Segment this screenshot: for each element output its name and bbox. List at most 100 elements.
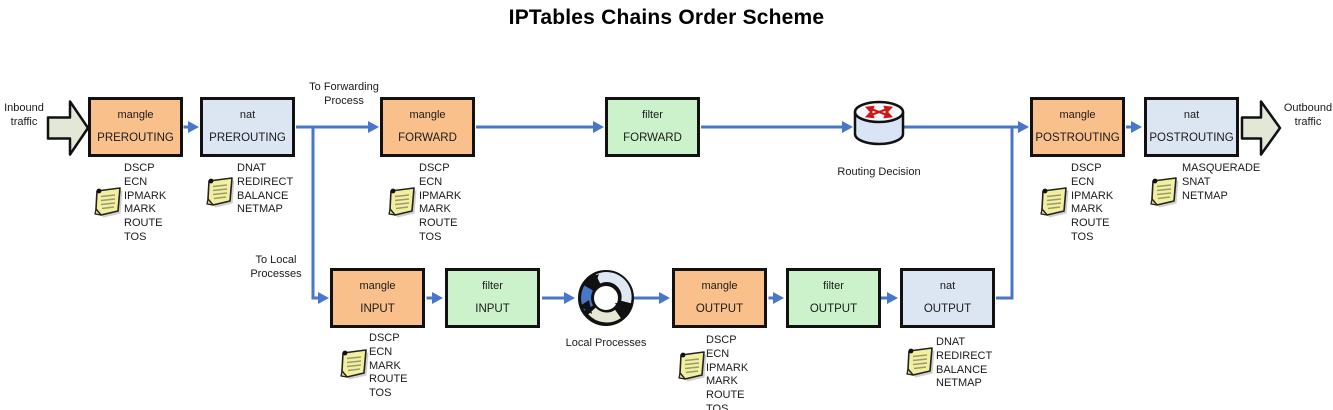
- page-title: IPTables Chains Order Scheme: [508, 6, 825, 29]
- target-item: DNAT: [237, 162, 267, 174]
- table-name: mangle: [701, 279, 738, 292]
- note-icon: [94, 187, 124, 219]
- chain-box-mangle-input: mangle INPUT: [330, 268, 425, 328]
- target-item: DSCP: [1071, 162, 1102, 174]
- chain-box-nat-prerouting: nat PREROUTING: [200, 97, 295, 157]
- outbound-traffic-label: Outbound traffic: [1283, 102, 1333, 128]
- inbound-traffic-label: Inbound traffic: [4, 102, 44, 128]
- target-item: IPMARK: [419, 189, 462, 202]
- target-item: REDIRECT: [237, 175, 294, 188]
- chain-name: FORWARD: [398, 131, 457, 144]
- target-item: DSCP: [124, 162, 155, 174]
- local-processes-label: Local Processes: [565, 337, 647, 349]
- target-item: MARK: [419, 203, 451, 216]
- local-processes-icon: [578, 270, 634, 326]
- chain-name: INPUT: [360, 302, 395, 315]
- target-item: TOS: [706, 402, 729, 410]
- target-item: REDIRECT: [936, 349, 993, 362]
- chain-box-mangle-postrouting: mangle POSTROUTING: [1030, 97, 1125, 157]
- note-icon: [1150, 177, 1180, 209]
- table-name: mangle: [1059, 108, 1096, 121]
- note-icon: [388, 187, 418, 219]
- chain-name: PREROUTING: [209, 131, 286, 144]
- chain-box-mangle-forward: mangle FORWARD: [380, 97, 475, 157]
- chain-box-filter-output: filter OUTPUT: [786, 268, 881, 328]
- to-local-label: To Local Processes: [250, 254, 302, 280]
- note-icon: [340, 349, 370, 381]
- note-icon: [678, 351, 708, 383]
- chain-name: POSTROUTING: [1149, 131, 1234, 144]
- connectors-top-row: [183, 121, 1142, 133]
- target-item: ROUTE: [419, 217, 458, 230]
- chain-box-filter-forward: filter FORWARD: [605, 97, 700, 157]
- chain-name: OUTPUT: [923, 302, 972, 315]
- chain-name: INPUT: [475, 302, 510, 315]
- target-item: BALANCE: [936, 363, 988, 376]
- table-name: filter: [642, 108, 663, 121]
- target-item: MARK: [1071, 203, 1103, 216]
- table-name: nat: [239, 108, 256, 121]
- target-item: TOS: [369, 387, 392, 400]
- target-item: ECN: [124, 175, 148, 188]
- target-item: ROUTE: [124, 217, 163, 230]
- chain-name: POSTROUTING: [1035, 131, 1120, 144]
- note-icon: [906, 347, 936, 379]
- chain-name: FORWARD: [623, 131, 682, 144]
- chain-box-mangle-output: mangle OUTPUT: [672, 268, 767, 328]
- target-item: DNAT: [936, 336, 966, 348]
- table-name: mangle: [409, 108, 446, 121]
- target-item: DSCP: [369, 332, 400, 344]
- target-item: SNAT: [1182, 175, 1211, 188]
- target-item: ECN: [369, 345, 393, 358]
- target-item: DSCP: [706, 334, 737, 346]
- target-item: ECN: [706, 347, 730, 360]
- chain-box-mangle-prerouting: mangle PREROUTING: [88, 97, 183, 157]
- note-icon: [206, 177, 236, 209]
- note-icon: [1040, 187, 1070, 219]
- target-item: MARK: [124, 203, 156, 216]
- router-icon: [853, 100, 905, 146]
- target-item: ROUTE: [706, 389, 745, 402]
- target-item: DSCP: [419, 162, 450, 174]
- table-name: filter: [823, 279, 844, 292]
- chain-box-nat-output: nat OUTPUT: [900, 268, 995, 328]
- target-item: IPMARK: [706, 361, 749, 374]
- inbound-traffic-arrow: [46, 100, 90, 156]
- chain-name: OUTPUT: [695, 302, 744, 315]
- target-item: ECN: [419, 175, 443, 188]
- target-item: ROUTE: [1071, 217, 1110, 230]
- target-item: IPMARK: [124, 189, 167, 202]
- outbound-traffic-arrow: [1240, 100, 1282, 156]
- connector-branch-to-input: [311, 127, 329, 304]
- chain-name: PREROUTING: [97, 131, 174, 144]
- table-name: nat: [1183, 108, 1200, 121]
- table-name: mangle: [117, 108, 154, 121]
- target-item: IPMARK: [1071, 189, 1114, 202]
- target-item: BALANCE: [237, 189, 289, 202]
- table-name: filter: [482, 279, 503, 292]
- routing-decision-label: Routing Decision: [837, 166, 921, 178]
- target-item: TOS: [1071, 230, 1094, 243]
- target-item: ECN: [1071, 175, 1095, 188]
- target-item: NETMAP: [237, 203, 283, 216]
- target-item: TOS: [419, 230, 442, 243]
- table-name: mangle: [359, 279, 396, 292]
- target-item: MARK: [369, 359, 401, 372]
- table-name: nat: [939, 279, 956, 292]
- chain-box-filter-input: filter INPUT: [445, 268, 540, 328]
- target-item: TOS: [124, 230, 147, 243]
- target-item: NETMAP: [936, 377, 982, 390]
- target-item: MASQUERADE: [1182, 162, 1261, 174]
- target-item: ROUTE: [369, 373, 408, 386]
- to-forwarding-label: To Forwarding Process: [309, 81, 379, 107]
